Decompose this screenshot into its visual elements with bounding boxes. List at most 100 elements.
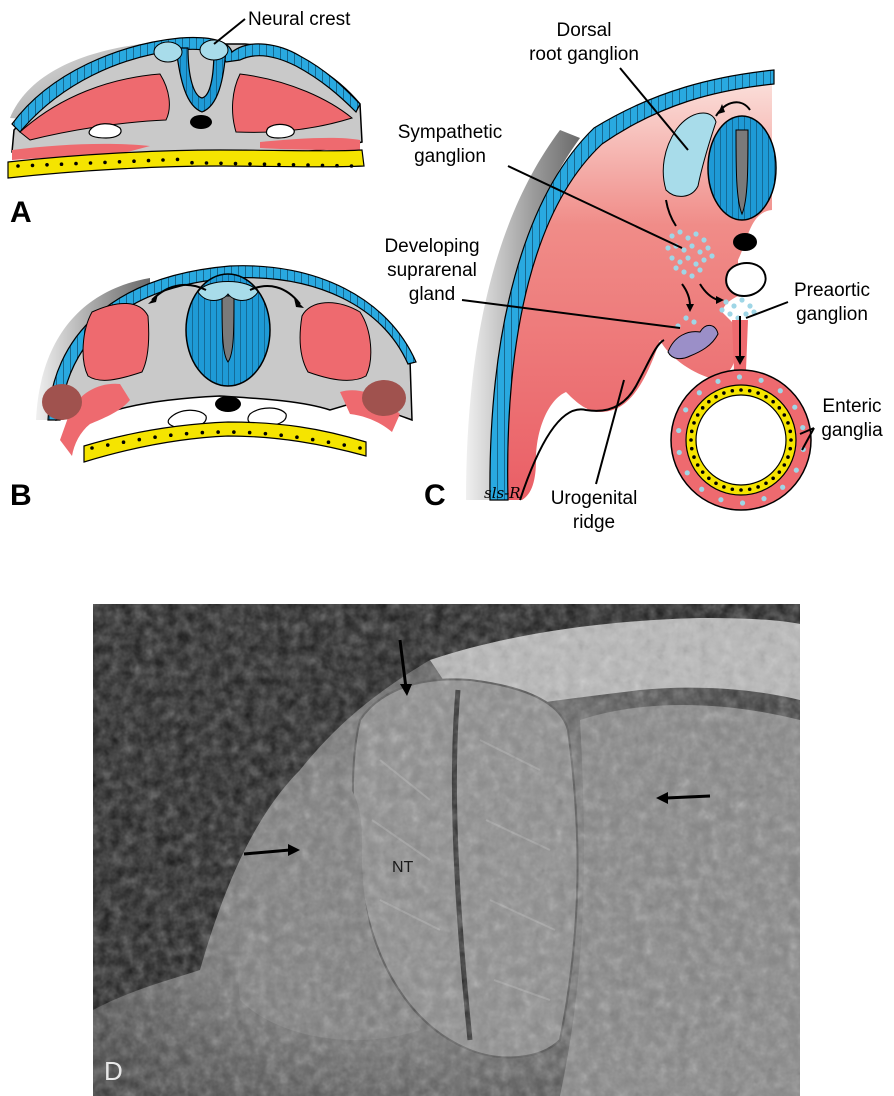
endoderm-dot [327,440,331,444]
panel-c-aorta [726,263,765,296]
panel-c-leader-preaortic [746,302,788,318]
preaortic-cell [727,311,732,316]
endoderm-dot [16,164,20,168]
endoderm-dot [756,485,760,489]
endoderm-dot [701,406,705,410]
endoderm-dot [321,164,325,168]
panel-c-label-developing: Developing [384,236,479,257]
endoderm-dot [788,430,792,434]
endoderm-dot [786,421,790,425]
sympathetic-cell [685,255,690,260]
endoderm-dot [739,388,743,392]
endoderm-dot [696,463,700,467]
endoderm-dot [234,162,238,166]
panel-a: Neural crest A [8,9,364,229]
endoderm-dot [60,162,64,166]
sympathetic-cell [681,269,686,274]
panel-d-arrow-right [666,796,710,798]
endoderm-dot [90,446,94,450]
endoderm-dot [263,162,267,166]
endoderm-dot [248,431,252,435]
endoderm-dot [106,443,110,447]
sympathetic-cell [701,237,706,242]
endoderm-dot [783,413,787,417]
endoderm-dot [788,447,792,451]
enteric-cell [718,497,723,502]
endoderm-dot [707,477,711,481]
endoderm-dot [264,432,268,436]
endoderm-dot [89,161,93,165]
panel-d-noise [93,604,800,1096]
endoderm-dot [748,487,752,491]
endoderm-dot [689,438,693,442]
panel-c-label-sympathetic: Sympathetic [398,122,503,143]
endoderm-dot [756,391,760,395]
endoderm-dot [350,164,354,168]
endoderm-dot [731,389,735,393]
sympathetic-cell [677,229,682,234]
panel-b: B [10,266,416,512]
sympathetic-cell [669,255,674,260]
panel-c-label-preaortic: Preaortic [794,280,870,301]
panel-b-letter: B [10,479,32,512]
endoderm-dot [786,455,790,459]
enteric-cell [737,374,742,379]
endoderm-dot [185,432,189,436]
endoderm-dot [714,395,718,399]
sympathetic-cell [693,261,698,266]
preaortic-cell [739,297,744,302]
sympathetic-cell [705,245,710,250]
enteric-cell [761,496,766,501]
endoderm-dot [342,443,346,447]
preaortic-cell [683,315,688,320]
endoderm-dot [690,447,694,451]
enteric-cell [758,378,763,383]
panel-c-letter: C [424,479,446,512]
endoderm-dot [216,430,220,434]
panel-b-nephric-right [362,380,406,416]
enteric-cell [740,500,745,505]
enteric-cell [800,425,805,430]
panel-c-label-ganglia: ganglia [821,420,883,441]
endoderm-dot [311,438,315,442]
panel-a-letter: A [10,196,32,229]
panel-b-nephric-left [42,384,82,420]
endoderm-dot [147,159,151,163]
panel-d: NT D [93,604,800,1096]
sympathetic-cell [689,273,694,278]
preaortic-cell [731,303,736,308]
endoderm-dot [169,433,173,437]
sympathetic-cell [693,231,698,236]
enteric-cell [677,450,682,455]
sympathetic-cell [709,253,714,258]
panel-c-label-suprarenal: suprarenal [387,260,477,281]
enteric-cell [780,485,785,490]
endoderm-dot [358,446,362,450]
endoderm-dot [137,438,141,442]
panel-c-label-urogenital: Urogenital [551,488,638,509]
endoderm-dot [45,163,49,167]
enteric-cell [778,388,783,393]
endoderm-dot [306,163,310,167]
panel-c-label-ganglion: ganglion [414,146,486,167]
enteric-cell [685,470,690,475]
endoderm-dot [248,162,252,166]
endoderm-dot [279,433,283,437]
preaortic-cell [719,307,724,312]
endoderm-dot [295,435,299,439]
preaortic-cell [747,303,752,308]
endoderm-dot [335,164,339,168]
panel-a-label-neural-crest: Neural crest [248,9,351,30]
panel-c-label-dorsal: Dorsal [557,20,612,41]
panel-c-label-ridge: ridge [573,512,615,533]
endoderm-dot [118,160,122,164]
panel-b-mesoderm-right [300,303,371,381]
endoderm-dot [722,391,726,395]
endoderm-dot [205,161,209,165]
panel-c-label-preaortic-ganglion: ganglion [796,304,868,325]
panel-c-label-root-ganglion: root ganglion [529,44,639,65]
endoderm-dot [201,431,205,435]
endoderm-dot [161,158,165,162]
panel-c-label-enteric: Enteric [822,396,881,417]
endoderm-dot [764,482,768,486]
